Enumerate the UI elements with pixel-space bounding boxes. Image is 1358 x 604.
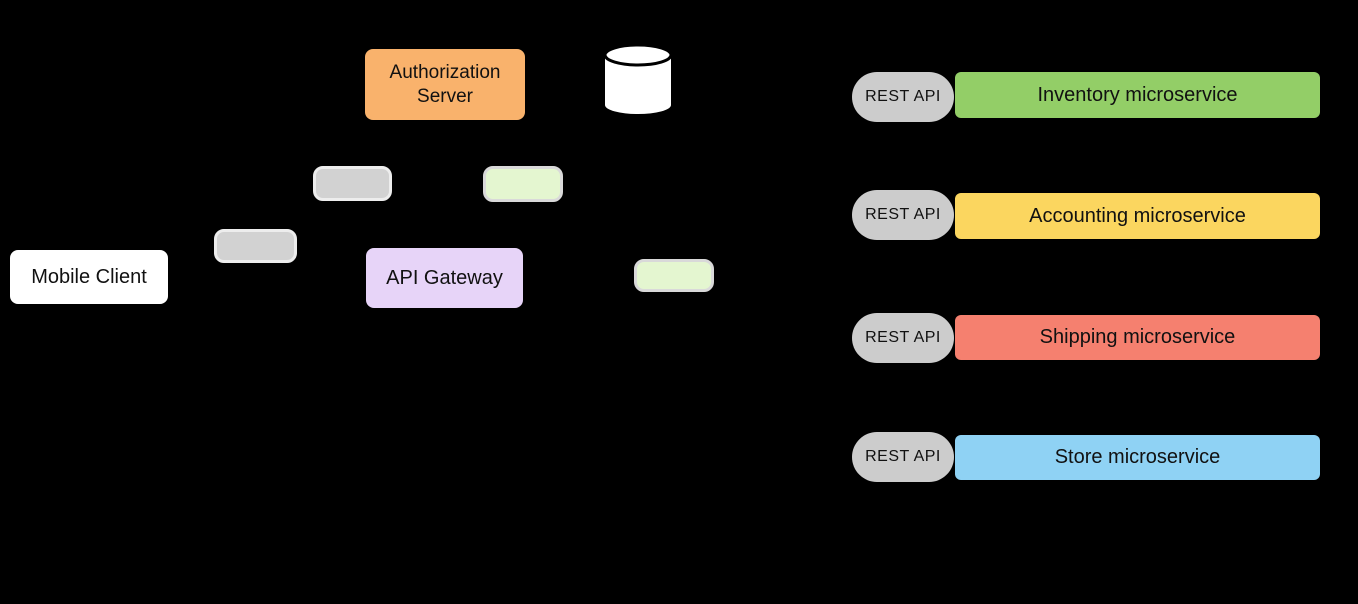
database-cylinder-icon bbox=[602, 42, 674, 118]
rest-api-badge-store: REST API bbox=[852, 432, 954, 482]
shipping-microservice-node: Shipping microservice bbox=[955, 315, 1320, 360]
connector-pill-gray-upper bbox=[313, 166, 392, 201]
connector-pill-gray-lower bbox=[214, 229, 297, 263]
rest-api-badge-shipping: REST API bbox=[852, 313, 954, 363]
connector-pill-green-upper bbox=[483, 166, 563, 202]
api-gateway-node: API Gateway bbox=[366, 248, 523, 308]
store-microservice-node: Store microservice bbox=[955, 435, 1320, 480]
inventory-microservice-node: Inventory microservice bbox=[955, 72, 1320, 118]
rest-api-badge-inventory: REST API bbox=[852, 72, 954, 122]
accounting-microservice-node: Accounting microservice bbox=[955, 193, 1320, 239]
connector-pill-green-lower bbox=[634, 259, 714, 292]
mobile-client-node: Mobile Client bbox=[10, 250, 168, 304]
rest-api-badge-accounting: REST API bbox=[852, 190, 954, 240]
authorization-server-node: Authorization Server bbox=[365, 49, 525, 120]
